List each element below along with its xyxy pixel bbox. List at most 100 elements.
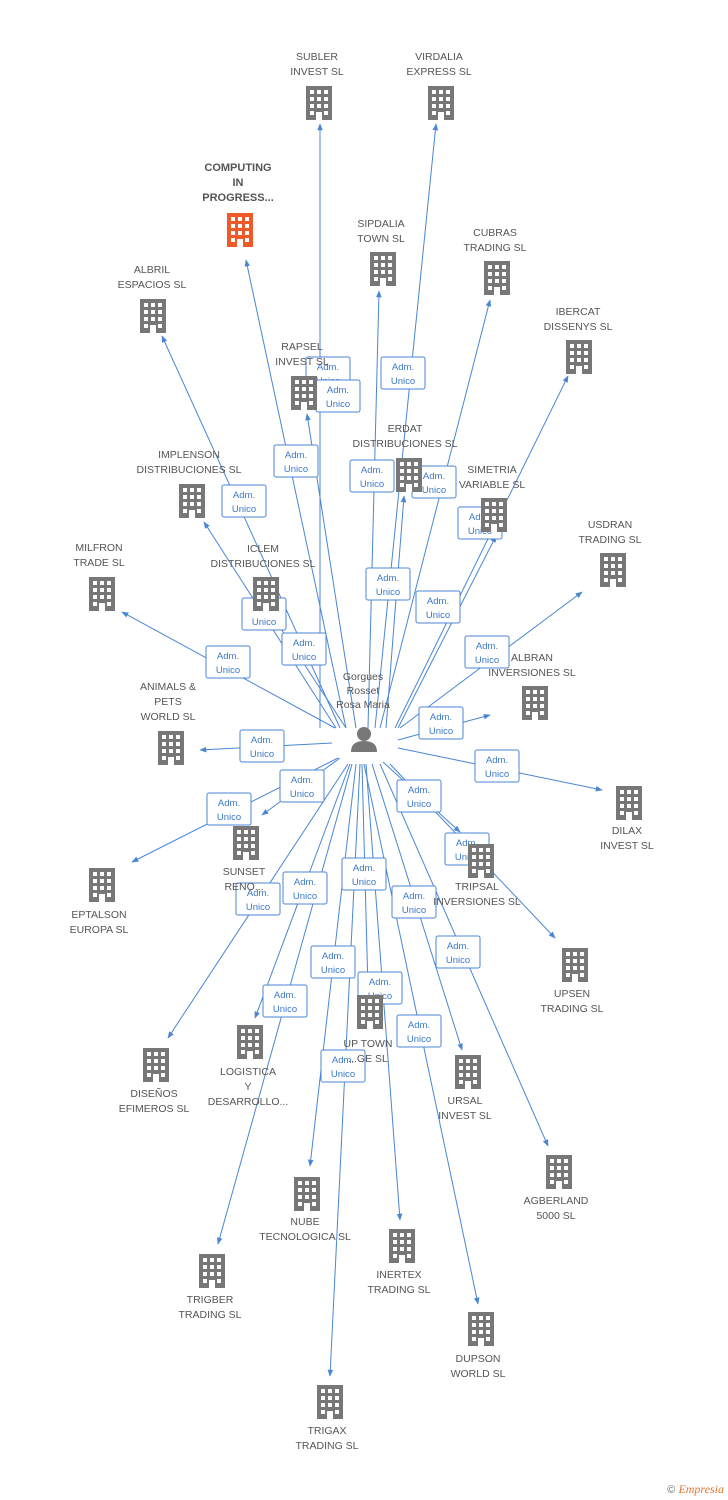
company-name-line: INVERSIONES SL	[433, 896, 521, 908]
company-node-computing[interactable]: COMPUTINGINPROGRESS...	[202, 162, 274, 247]
building-icon	[370, 252, 396, 286]
role-label-line: Adm.	[291, 775, 313, 786]
edge-simetria	[397, 535, 497, 729]
building-icon	[484, 261, 510, 295]
building-icon	[468, 1312, 494, 1346]
role-badge-eptalson[interactable]: Adm.Unico	[206, 792, 252, 826]
person-name-line-3: Rosa Maria	[336, 699, 390, 711]
role-badge-erdat[interactable]: Adm. Unico	[365, 567, 411, 601]
role-label-line: Adm.	[327, 385, 349, 396]
role-label-line: Adm.	[369, 977, 391, 988]
role-badge-usdran[interactable]: Adm.Unico	[464, 635, 510, 669]
company-name-line: INVEST SL	[600, 840, 654, 852]
person-name-line-2: Rosset	[347, 685, 380, 697]
edge-sipdalia	[367, 290, 382, 729]
company-name-line: VARIABLE SL	[459, 479, 525, 491]
role-badge-milfron[interactable]: Adm.Unico	[205, 645, 251, 679]
role-badge-iclem[interactable]: Adm.Unico	[281, 632, 327, 666]
brand-logo[interactable]: Empresia	[678, 1482, 724, 1496]
role-badge-albran[interactable]: Adm.Unico	[418, 706, 464, 740]
role-label-line: Unico	[422, 485, 446, 496]
role-badge-albril[interactable]: Adm.Unico	[221, 484, 267, 518]
building-icon	[237, 1025, 263, 1059]
role-badge-sunset[interactable]: Adm.Unico	[279, 769, 325, 803]
role-badge-animals[interactable]: Adm.Unico	[239, 729, 285, 763]
role-badge-dilax[interactable]: Adm.Unico	[474, 749, 520, 783]
company-name-line: DILAX	[612, 825, 642, 837]
role-label-line: Unico	[426, 610, 450, 621]
role-badge-agberland[interactable]: Adm.Unico	[435, 935, 481, 969]
role-badge-logistica[interactable]: Adm.Unico	[282, 871, 328, 905]
role-badge-disenos[interactable]: Adm.Unico	[235, 882, 281, 916]
company-name-line: MILFRON	[75, 542, 122, 554]
company-node-logistica[interactable]: LOGISTICAYDESARROLLO...	[208, 1025, 289, 1108]
person-node[interactable]: Gorgues Rosset Rosa Maria	[336, 671, 390, 752]
company-name-line: COMPUTING	[204, 162, 271, 174]
role-badge-uptown[interactable]: Adm.Unico	[341, 857, 387, 891]
company-node-dilax[interactable]: DILAX INVEST SL	[600, 786, 654, 852]
company-name-line: SUNSET	[223, 866, 266, 878]
company-name-line: TRIGBER	[187, 1294, 234, 1306]
company-name-line: URSAL	[447, 1095, 482, 1107]
role-label-line: Unico	[273, 1004, 297, 1015]
role-label-line: Unico	[376, 587, 400, 598]
company-name-line: UP TOWN	[343, 1038, 392, 1050]
company-name-line: ESPACIOS SL	[118, 279, 187, 291]
role-badge-trigax[interactable]: Adm.Unico	[320, 1049, 366, 1083]
role-label-line: Adm.	[476, 641, 498, 652]
role-badge-trigber[interactable]: Adm. Unico	[262, 984, 308, 1018]
role-badge-rapsel[interactable]: Adm.Unico	[315, 379, 361, 413]
edge-computing	[244, 259, 347, 729]
company-name-line: RENO...	[224, 881, 263, 893]
company-node-sunset[interactable]: SUNSET RENO...	[223, 826, 266, 893]
role-badge-tripsal[interactable]: Adm.Unico	[396, 779, 442, 813]
company-name-line: ...GE SL	[348, 1053, 388, 1065]
role-badge-ursal[interactable]: Adm.Unico	[391, 885, 437, 919]
role-badge-nube[interactable]: Adm.Unico	[310, 945, 356, 979]
company-name-line: INVERSIONES SL	[488, 667, 576, 679]
building-icon	[89, 577, 115, 611]
company-node-uptown[interactable]: UP TOWN ...GE SL	[343, 995, 393, 1065]
company-name-line: EUROPA SL	[70, 924, 129, 936]
building-icon	[428, 86, 454, 120]
role-badge-computing[interactable]: Adm.Unico	[273, 444, 319, 478]
role-badge-simetria[interactable]: Adm.Unico	[415, 590, 461, 624]
role-label-line: Unico	[331, 1069, 355, 1080]
role-label-line: Adm.	[274, 990, 296, 1001]
role-label-line: Adm.	[377, 573, 399, 584]
company-name-line: INVEST SL	[275, 356, 329, 368]
company-name-line: TRADING SL	[540, 1003, 603, 1015]
role-badge-dupson[interactable]: Adm.Unico	[396, 1014, 442, 1048]
role-badge-virdalia[interactable]: Adm.Unico	[380, 356, 426, 390]
company-name-line: TRADING SL	[295, 1440, 358, 1452]
role-badge-sipdalia[interactable]: Adm.Unico	[349, 459, 395, 493]
